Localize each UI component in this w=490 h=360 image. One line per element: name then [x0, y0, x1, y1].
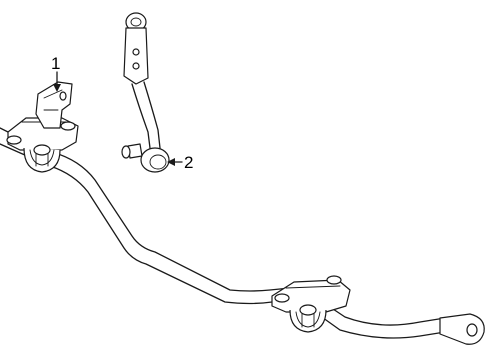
right-bushing-bracket	[271, 275, 351, 333]
callout-2: 2	[167, 153, 193, 172]
callout-1-number: 1	[51, 54, 60, 73]
bar-end-eye	[439, 313, 485, 345]
stabilizer-bar	[0, 127, 446, 339]
callout-1: 1	[51, 54, 61, 92]
part-1-mounting-bracket	[35, 81, 73, 129]
callout-2-number: 2	[184, 153, 193, 172]
part-2-stabilizer-link	[121, 12, 170, 173]
